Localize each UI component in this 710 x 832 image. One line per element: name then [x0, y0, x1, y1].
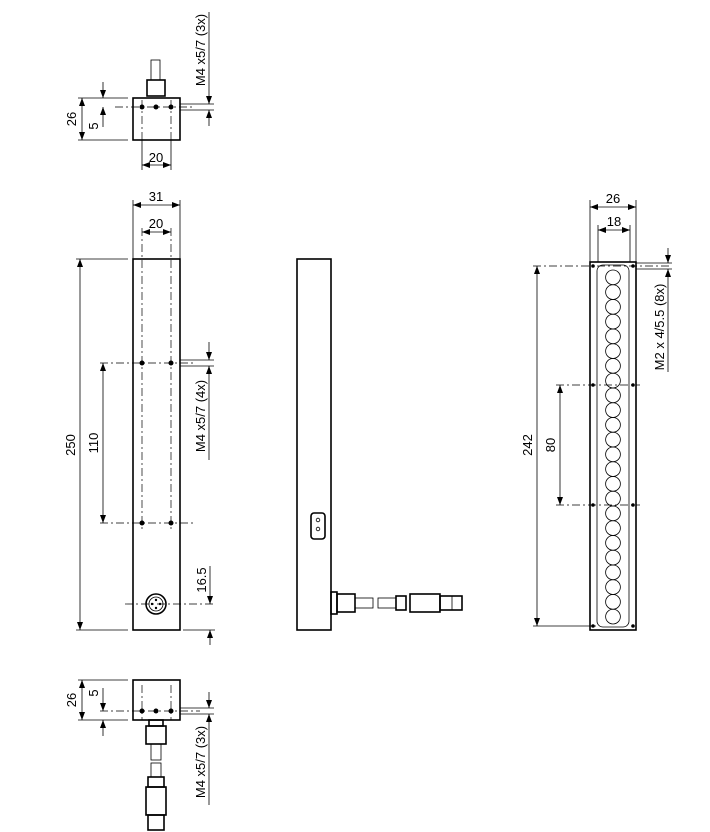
dim-offset: 5 — [86, 689, 101, 696]
cable-gland-nut — [146, 79, 166, 97]
housing-side — [296, 258, 332, 631]
side-view — [296, 258, 463, 631]
dim-offset: 5 — [86, 122, 101, 129]
dim-length: 242 — [520, 434, 535, 456]
cable — [150, 59, 161, 81]
led-icon — [605, 461, 621, 477]
led-icon — [605, 299, 621, 315]
led-icon — [605, 476, 621, 492]
m12-plug — [145, 786, 167, 816]
dim-connector-offset: 16.5 — [194, 567, 209, 592]
led-icon — [605, 284, 621, 300]
indicator-led-icon — [310, 512, 326, 540]
dim-height: 26 — [64, 112, 79, 126]
m12-plug — [409, 593, 441, 613]
thread-label: M4 x5/7 (4x) — [193, 380, 208, 452]
led-icon — [605, 358, 621, 374]
cable-gland-nut — [145, 725, 167, 745]
dim-hole-spacing-x: 20 — [149, 216, 163, 231]
bottom-view: 26 5 M4 x5/7 (3x) — [64, 679, 214, 831]
housing-led-face — [589, 261, 637, 631]
led-icon — [605, 520, 621, 536]
mounting-hole — [139, 104, 145, 110]
led-icon — [605, 328, 621, 345]
led-view: 26 18 242 80 M2 x 4/5.5 (8x) — [520, 191, 672, 631]
led-icon — [605, 535, 621, 551]
led-icon — [605, 490, 621, 507]
housing-top — [132, 97, 181, 141]
led-icon — [605, 446, 621, 463]
dim-height: 26 — [64, 693, 79, 707]
led-icon — [605, 313, 621, 330]
dim-hole-spacing-y: 110 — [86, 433, 101, 454]
dim-hole-spacing: 80 — [543, 438, 558, 452]
led-icon — [605, 387, 621, 404]
led-icon — [605, 505, 621, 522]
led-icon — [605, 343, 621, 359]
led-array — [605, 269, 621, 625]
cable-gland-nut — [336, 593, 356, 613]
led-icon — [605, 402, 621, 418]
led-icon — [605, 579, 621, 595]
dim-outer-width: 26 — [606, 191, 620, 206]
led-icon — [605, 594, 621, 610]
front-view: 31 20 250 110 M4 x5/7 (4x) 16.5 — [63, 189, 215, 645]
thread-label: M4 x5/7 (3x) — [193, 726, 208, 798]
led-icon — [605, 549, 621, 566]
dim-width: 20 — [149, 150, 163, 165]
dim-length: 250 — [63, 434, 78, 456]
top-view: 26 5 20 M4 x5/7 (3x) — [64, 12, 214, 170]
mounting-hole — [153, 104, 159, 110]
led-icon — [605, 417, 621, 433]
led-icon — [605, 608, 621, 625]
thread-label: M4 x5/7 (3x) — [193, 14, 208, 86]
housing-bottom — [132, 679, 181, 721]
dim-total-width: 31 — [149, 189, 163, 204]
led-icon — [605, 269, 621, 286]
led-icon — [605, 372, 621, 389]
housing-front — [132, 258, 181, 631]
dim-inner-width: 18 — [607, 214, 621, 229]
led-icon — [605, 431, 621, 448]
mounting-hole — [168, 104, 174, 110]
thread-label: M2 x 4/5.5 (8x) — [652, 284, 667, 371]
led-icon — [605, 564, 621, 581]
